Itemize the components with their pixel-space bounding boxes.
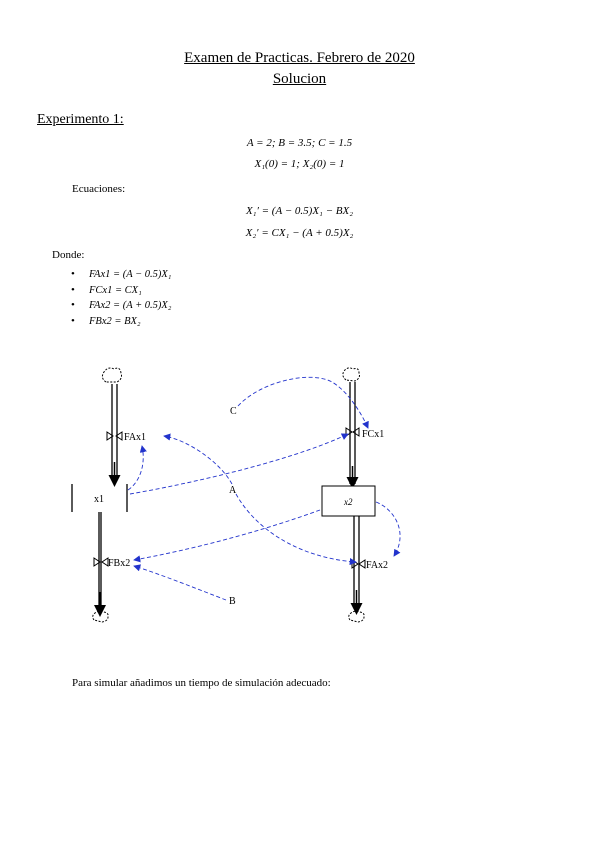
link-x2-to-FBx2 xyxy=(133,509,321,563)
link-C-to-FCx1 xyxy=(237,376,369,429)
link-A-to-FAx2 xyxy=(235,493,357,566)
parameters-line-1: A = 2; B = 3.5; C = 1.5 xyxy=(246,137,353,149)
definition-item: FAx1 = (A − 0.5)X₁ xyxy=(71,267,171,283)
source-cloud-right-icon xyxy=(342,367,360,382)
link-x1-to-FAx1 xyxy=(127,445,147,491)
equation-2: X₂′ = CX₁ − (A + 0.5)X₂ xyxy=(245,227,354,239)
link-B-to-FBx2 xyxy=(133,564,227,601)
stock-x2 xyxy=(321,485,376,517)
stock-flow-diagram: FAx1 x1 FBx2 FCx xyxy=(71,367,401,623)
section-heading: Experimento 1: xyxy=(37,112,124,127)
where-label: Donde: xyxy=(52,249,85,261)
definitions-list: FAx1 = (A − 0.5)X₁ FCx1 = CX₁ FAx2 = (A … xyxy=(71,267,171,329)
link-A-to-FAx1 xyxy=(163,433,233,485)
link-x2-to-FAx2 xyxy=(375,501,401,557)
document-title: Examen de Practicas. Febrero de 2020 xyxy=(184,50,415,66)
valve-FAx1-icon xyxy=(106,431,123,441)
flow-label-FBx2: FBx2 xyxy=(108,558,130,569)
document-subtitle: Solucion xyxy=(272,71,327,87)
sink-cloud-right-icon xyxy=(348,610,365,623)
stock-label-x2: x2 xyxy=(343,497,353,507)
source-cloud-left-icon xyxy=(101,367,122,383)
information-links xyxy=(127,376,401,601)
stock-label-x1: x1 xyxy=(94,494,104,505)
pipe-FAx1 xyxy=(108,384,121,487)
link-x1-to-FCx1 xyxy=(129,433,349,495)
parameter-C: C xyxy=(230,406,237,417)
footer-paragraph: Para simular añadimos un tiempo de simul… xyxy=(72,677,331,689)
flow-label-FAx1: FAx1 xyxy=(124,432,146,443)
definition-item: FCx1 = CX₁ xyxy=(71,283,171,299)
pipe-FCx1 xyxy=(346,382,359,489)
parameters-line-2: X₁(0) = 1; X₂(0) = 1 xyxy=(254,158,345,170)
parameter-A: A xyxy=(229,485,237,496)
equations-label: Ecuaciones: xyxy=(72,183,126,195)
parameter-B: B xyxy=(229,596,236,607)
stock-x1 xyxy=(71,484,128,512)
flow-label-FCx1: FCx1 xyxy=(362,429,384,440)
flow-label-FAx2: FAx2 xyxy=(366,560,388,571)
valve-FCx1-icon xyxy=(345,427,360,437)
equation-1: X₁′ = (A − 0.5)X₁ − BX₂ xyxy=(245,205,354,217)
definition-item: FAx2 = (A + 0.5)X₂ xyxy=(71,298,171,314)
valve-FBx2-icon xyxy=(93,557,109,567)
definition-item: FBx2 = BX₂ xyxy=(71,314,171,330)
